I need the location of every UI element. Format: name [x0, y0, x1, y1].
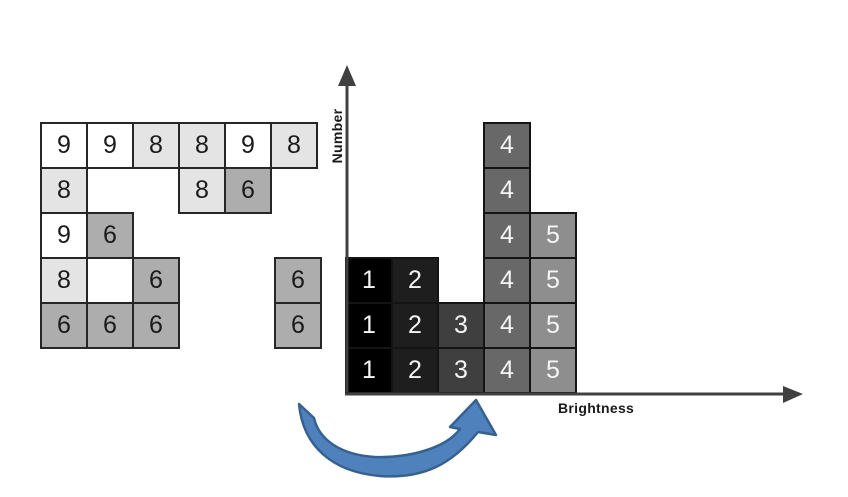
histogram-cell: 5	[529, 302, 577, 349]
histogram-cell: 2	[391, 257, 439, 304]
histogram-cell: 5	[529, 347, 577, 394]
histogram-cell: 1	[345, 257, 393, 304]
pixel-cell: 9	[86, 122, 134, 169]
pixel-cell: 6	[40, 302, 88, 349]
pixel-cell: 8	[178, 122, 226, 169]
pixel-cell: 9	[224, 122, 272, 169]
histogram-cell: 3	[437, 347, 485, 394]
histogram-cell: 2	[391, 302, 439, 349]
histogram-cell: 4	[483, 302, 531, 349]
histogram-cell: 5	[529, 257, 577, 304]
histogram-cell: 2	[391, 347, 439, 394]
pixel-cell: 9	[40, 122, 88, 169]
x-axis-label: Brightness	[558, 400, 635, 416]
pixel-cell: 6	[86, 302, 134, 349]
histogram-cell: 4	[483, 347, 531, 394]
pixel-cell: 8	[132, 122, 180, 169]
pixel-cell: 8	[40, 257, 88, 304]
histogram-cell: 4	[483, 257, 531, 304]
pixel-cell: 8	[178, 167, 226, 214]
pixel-cell: 6	[86, 212, 134, 259]
x-axis-arrowhead-icon	[783, 386, 803, 403]
curved-transform-arrow-icon	[297, 398, 498, 478]
pixel-cell: 8	[40, 167, 88, 214]
pixel-cell: 6	[132, 302, 180, 349]
histogram-cell: 1	[345, 302, 393, 349]
histogram-cell: 1	[345, 347, 393, 394]
pixel-cell-detached: 6	[274, 302, 322, 349]
pixel-cell	[86, 257, 134, 304]
histogram-cell: 4	[483, 212, 531, 259]
pixel-cell: 9	[40, 212, 88, 259]
y-axis-label: Number	[329, 108, 345, 164]
y-axis-arrowhead-icon	[338, 65, 356, 86]
pixel-cell: 8	[270, 122, 318, 169]
histogram-cell: 5	[529, 212, 577, 259]
histogram-cell: 4	[483, 122, 531, 169]
pixel-cell-detached: 6	[274, 257, 322, 304]
pixel-cell: 6	[132, 257, 180, 304]
histogram-cell: 4	[483, 167, 531, 214]
pixel-cell: 6	[224, 167, 272, 214]
histogram-cell: 3	[437, 302, 485, 349]
